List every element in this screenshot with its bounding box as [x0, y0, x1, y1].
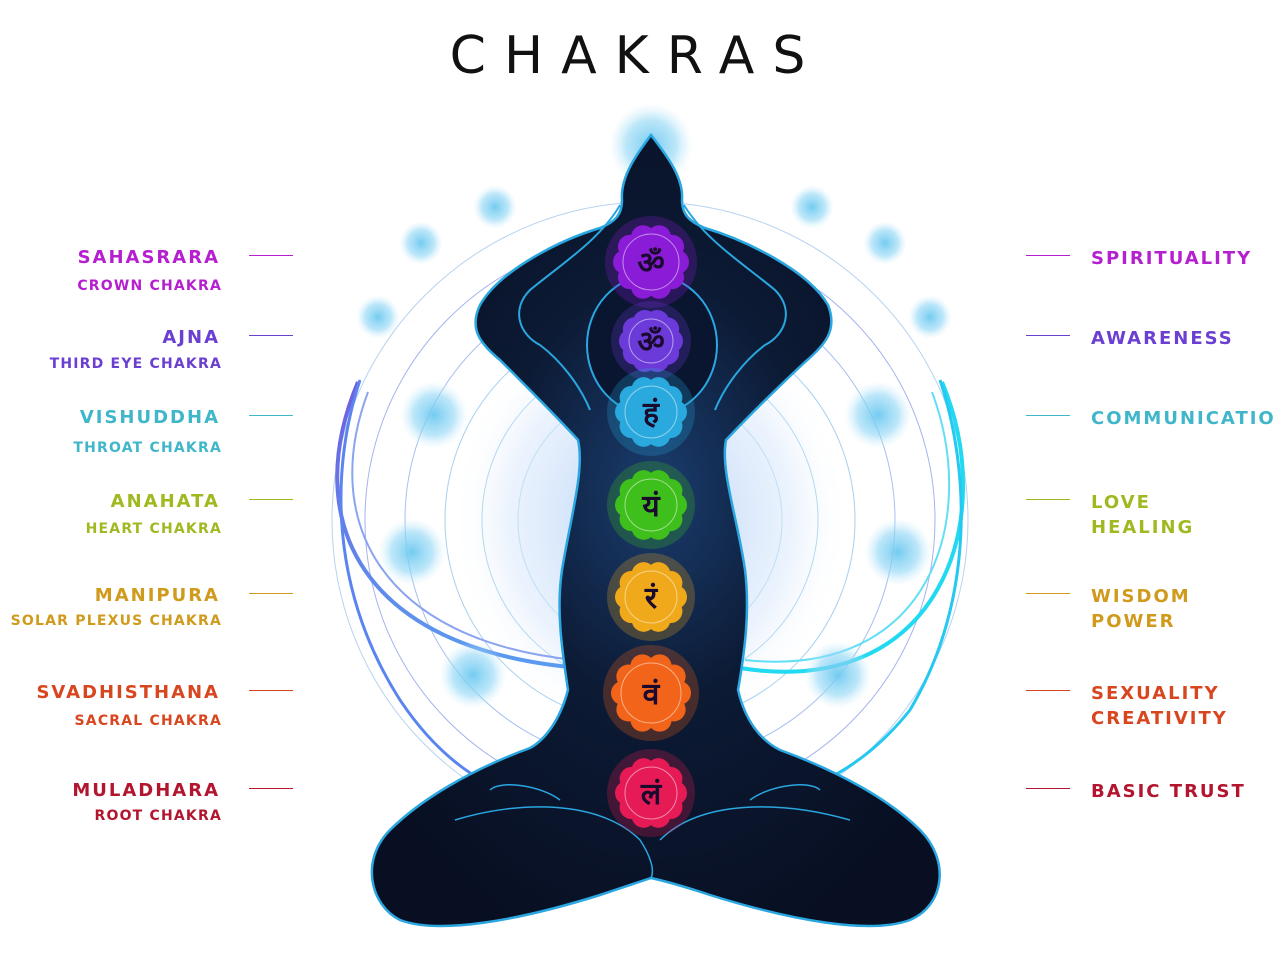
- chakra-quality: LOVE HEALING: [1091, 492, 1195, 538]
- chakra-name: VISHUDDHA: [79, 407, 220, 428]
- chakra-subtitle: THROAT CHAKRA: [73, 440, 222, 456]
- right-leg-outline: [659, 806, 851, 841]
- right-tick: [1026, 335, 1070, 336]
- glow-dot: [378, 518, 446, 586]
- left-tick: [249, 593, 293, 594]
- chakra-quality: SPIRITUALITY: [1091, 248, 1253, 269]
- right-tick: [1026, 255, 1070, 256]
- left-tick: [249, 335, 293, 336]
- chakra-symbol: ॐ: [611, 301, 691, 381]
- glow-dot: [864, 518, 932, 586]
- glow-dot: [804, 641, 872, 709]
- left-leg-outline: [454, 806, 654, 879]
- chakra-glyph: ॐ: [637, 246, 664, 281]
- chakra-name: ANAHATA: [110, 491, 220, 512]
- left-tick: [249, 255, 293, 256]
- left-tick: [249, 499, 293, 500]
- chakra-glyph: रं: [644, 581, 659, 616]
- chakra-quality: WISDOM POWER: [1091, 586, 1191, 632]
- left-tick: [249, 788, 293, 789]
- chakra-glyph: लं: [640, 777, 663, 812]
- glow-dot: [473, 185, 517, 229]
- chakra-subtitle: SACRAL CHAKRA: [74, 713, 222, 729]
- chakra-glyph: यं: [641, 489, 661, 524]
- right-tick: [1026, 593, 1070, 594]
- left-arm-outline: [518, 204, 621, 411]
- glow-dot: [399, 221, 443, 265]
- chakra-symbol: हं: [607, 368, 695, 456]
- chakra-core: [624, 385, 678, 439]
- chakra-symbol: यं: [607, 461, 695, 549]
- chakra-core: [624, 570, 678, 624]
- chakra-quality: BASIC TRUST: [1091, 781, 1246, 802]
- chakra-glyph: हं: [642, 396, 660, 431]
- chakra-core: [624, 478, 678, 532]
- right-foot-outline: [749, 784, 821, 801]
- chakra-core: [624, 766, 678, 820]
- chakra-name: SVADHISTHANA: [36, 682, 220, 703]
- chakra-name: MANIPURA: [94, 585, 220, 606]
- chakra-subtitle: THIRD EYE CHAKRA: [49, 356, 222, 372]
- left-tick: [249, 415, 293, 416]
- glow-dot: [790, 185, 834, 229]
- chakra-name: SAHASRARA: [77, 247, 220, 268]
- chakra-core: [628, 318, 674, 364]
- chakra-symbols: ॐ ॐ हं यं रं वं लं: [603, 216, 699, 837]
- glow-dot: [908, 295, 952, 339]
- right-tick: [1026, 690, 1070, 691]
- glow-dots: [356, 103, 952, 709]
- chakra-subtitle: SOLAR PLEXUS CHAKRA: [10, 613, 222, 629]
- chakra-subtitle: HEART CHAKRA: [85, 521, 222, 537]
- chakra-symbol: रं: [607, 553, 695, 641]
- page-title: CHAKRAS: [449, 26, 824, 86]
- glow-dot: [863, 221, 907, 265]
- left-outer-arc: [339, 379, 501, 792]
- right-arm-outline: [683, 204, 787, 411]
- right-tick: [1026, 415, 1070, 416]
- chakra-quality: SEXUALITY CREATIVITY: [1091, 683, 1228, 729]
- chakra-glyph: वं: [642, 677, 661, 712]
- glow-dot: [844, 381, 912, 449]
- chakra-glyph: ॐ: [637, 325, 664, 360]
- glow-dot: [400, 381, 468, 449]
- right-outer-arc: [799, 379, 963, 792]
- chakra-symbol: वं: [603, 645, 699, 741]
- chakra-symbol: लं: [607, 749, 695, 837]
- chakra-subtitle: ROOT CHAKRA: [94, 808, 222, 824]
- chakra-core: [620, 662, 682, 724]
- right-tick: [1026, 788, 1070, 789]
- chakra-subtitle: CROWN CHAKRA: [77, 278, 222, 294]
- chakra-name: AJNA: [162, 327, 220, 348]
- glow-dot: [439, 641, 507, 709]
- glow-dot: [356, 295, 400, 339]
- chakra-name: MULADHARA: [72, 780, 220, 801]
- left-tick: [249, 690, 293, 691]
- chakra-symbol: ॐ: [605, 216, 697, 308]
- right-tick: [1026, 499, 1070, 500]
- chakra-core: [622, 233, 680, 291]
- chakra-quality: AWARENESS: [1091, 328, 1234, 349]
- chakra-quality: COMMUNICATION: [1091, 408, 1273, 429]
- left-crescent-inner: [351, 391, 576, 661]
- left-foot-outline: [489, 784, 561, 801]
